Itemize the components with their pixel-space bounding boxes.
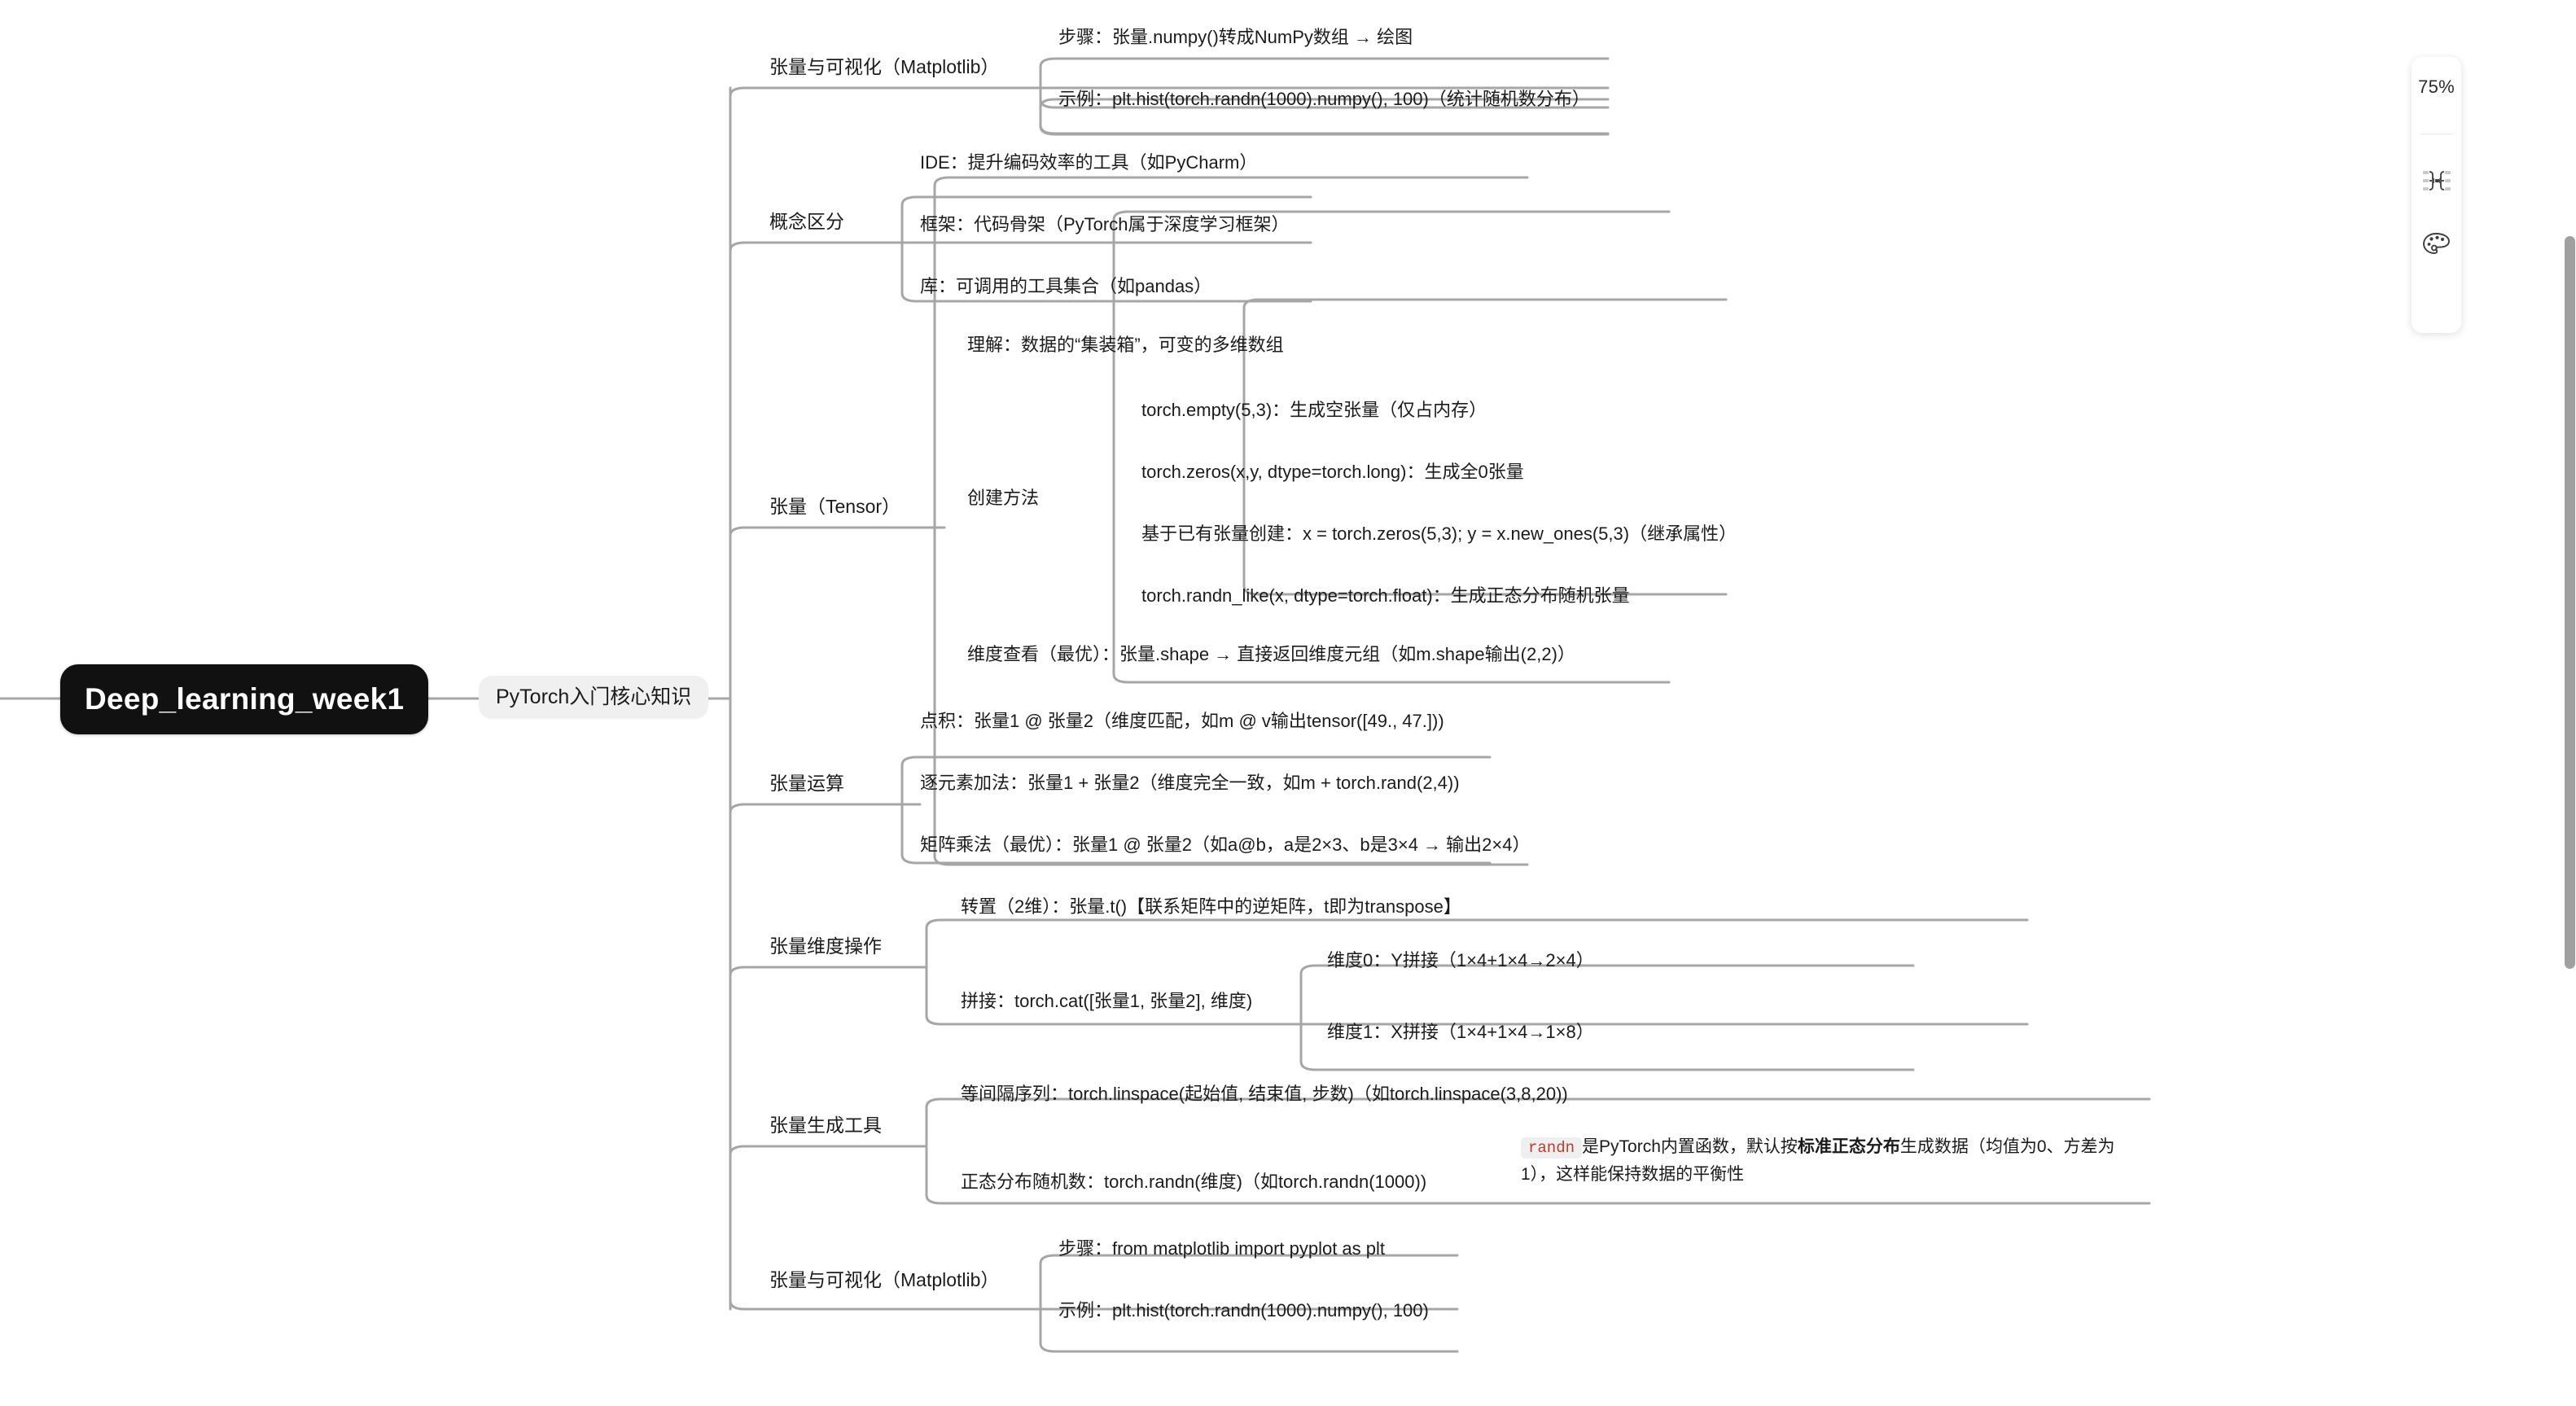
color-palette-icon[interactable]: [2420, 227, 2454, 261]
branch-node-visualization-top[interactable]: 张量与可视化（Matplotlib）: [769, 56, 1000, 77]
mindmap-layout-icon[interactable]: [2420, 164, 2454, 198]
leaf-node-linspace[interactable]: 等间隔序列：torch.linspace(起始值, 结束值, 步数)（如torc…: [961, 1084, 1568, 1104]
leaf-node-ide[interactable]: IDE：提升编码效率的工具（如PyCharm）: [920, 152, 1258, 173]
leaf-node-transpose[interactable]: 转置（2维）：张量.t()【联系矩阵中的逆矩阵，t即为transpose】: [961, 896, 1461, 917]
leaf-node-viz-top-example[interactable]: 示例：plt.hist(torch.randn(1000).numpy(), 1…: [1058, 89, 1590, 109]
leaf-node-matmul[interactable]: 矩阵乘法（最优）：张量1 @ 张量2（如a@b，a是2×3、b是3×4 → 输出…: [920, 834, 1531, 855]
canvas-toolbar[interactable]: 75%: [2412, 57, 2461, 333]
group-node-creation-methods[interactable]: 创建方法: [967, 488, 1040, 508]
leaf-node-elementwise-add[interactable]: 逐元素加法：张量1 + 张量2（维度完全一致，如m + torch.rand(2…: [920, 773, 1460, 793]
note-text-before: 是PyTorch内置函数，默认按: [1582, 1137, 1798, 1156]
group-node-concat[interactable]: 拼接：torch.cat([张量1, 张量2], 维度): [961, 991, 1253, 1011]
leaf-node-randn-like[interactable]: torch.randn_like(x, dtype=torch.float)：生…: [1141, 585, 1630, 606]
leaf-node-concat-dim0[interactable]: 维度0：Y拼接（1×4+1×4→2×4）: [1327, 950, 1594, 970]
leaf-node-library[interactable]: 库：可调用的工具集合（如pandas）: [920, 276, 1212, 296]
branch-node-tensor-ops[interactable]: 张量运算: [769, 773, 844, 794]
zoom-level-label[interactable]: 75%: [2418, 77, 2455, 97]
leaf-node-shape-view[interactable]: 维度查看（最优）：张量.shape → 直接返回维度元组（如m.shape输出(…: [967, 644, 1575, 664]
leaf-node-torch-zeros[interactable]: torch.zeros(x,y, dtype=torch.long)：生成全0张…: [1141, 462, 1524, 482]
leaf-node-viz-top-steps[interactable]: 步骤：张量.numpy()转成NumPy数组 → 绘图: [1058, 27, 1413, 47]
branch-node-concepts[interactable]: 概念区分: [769, 211, 844, 232]
branch-node-dim-ops[interactable]: 张量维度操作: [769, 935, 882, 957]
leaf-node-randn[interactable]: 正态分布随机数：torch.randn(维度)（如torch.randn(100…: [961, 1172, 1427, 1192]
root-node[interactable]: Deep_learning_week1: [60, 664, 429, 735]
vertical-scrollbar-thumb[interactable]: [2565, 236, 2575, 969]
leaf-node-new-ones[interactable]: 基于已有张量创建：x = torch.zeros(5,3); y = x.new…: [1141, 523, 1737, 544]
branch-node-tensor[interactable]: 张量（Tensor）: [769, 496, 901, 517]
vertical-scrollbar-track[interactable]: [2564, 0, 2576, 1406]
leaf-node-tensor-understanding[interactable]: 理解：数据的“集装箱”，可变的多维数组: [967, 335, 1284, 355]
leaf-node-viz-bottom-example[interactable]: 示例：plt.hist(torch.randn(1000).numpy(), 1…: [1058, 1300, 1429, 1321]
level1-node[interactable]: PyTorch入门核心知识: [479, 676, 709, 720]
branch-node-gen-tools[interactable]: 张量生成工具: [769, 1115, 882, 1136]
leaf-node-viz-bottom-steps[interactable]: 步骤：from matplotlib import pyplot as plt: [1058, 1238, 1386, 1259]
leaf-node-torch-empty[interactable]: torch.empty(5,3)：生成空张量（仅占内存）: [1141, 400, 1487, 420]
branch-node-visualization-bottom[interactable]: 张量与可视化（Matplotlib）: [769, 1269, 1000, 1290]
leaf-node-concat-dim1[interactable]: 维度1：X拼接（1×4+1×4→1×8）: [1327, 1022, 1594, 1042]
note-text-bold: 标准正态分布: [1797, 1137, 1900, 1156]
note-text-after: 生成数据（均值为0、方差为1），这样能保持数据的平衡性: [1521, 1137, 2115, 1185]
code-chip-randn: randn: [1521, 1137, 1583, 1159]
leaf-node-framework[interactable]: 框架：代码骨架（PyTorch属于深度学习框架）: [920, 214, 1290, 234]
leaf-node-dot-product[interactable]: 点积：张量1 @ 张量2（维度匹配，如m @ v输出tensor([49., 4…: [920, 711, 1444, 731]
